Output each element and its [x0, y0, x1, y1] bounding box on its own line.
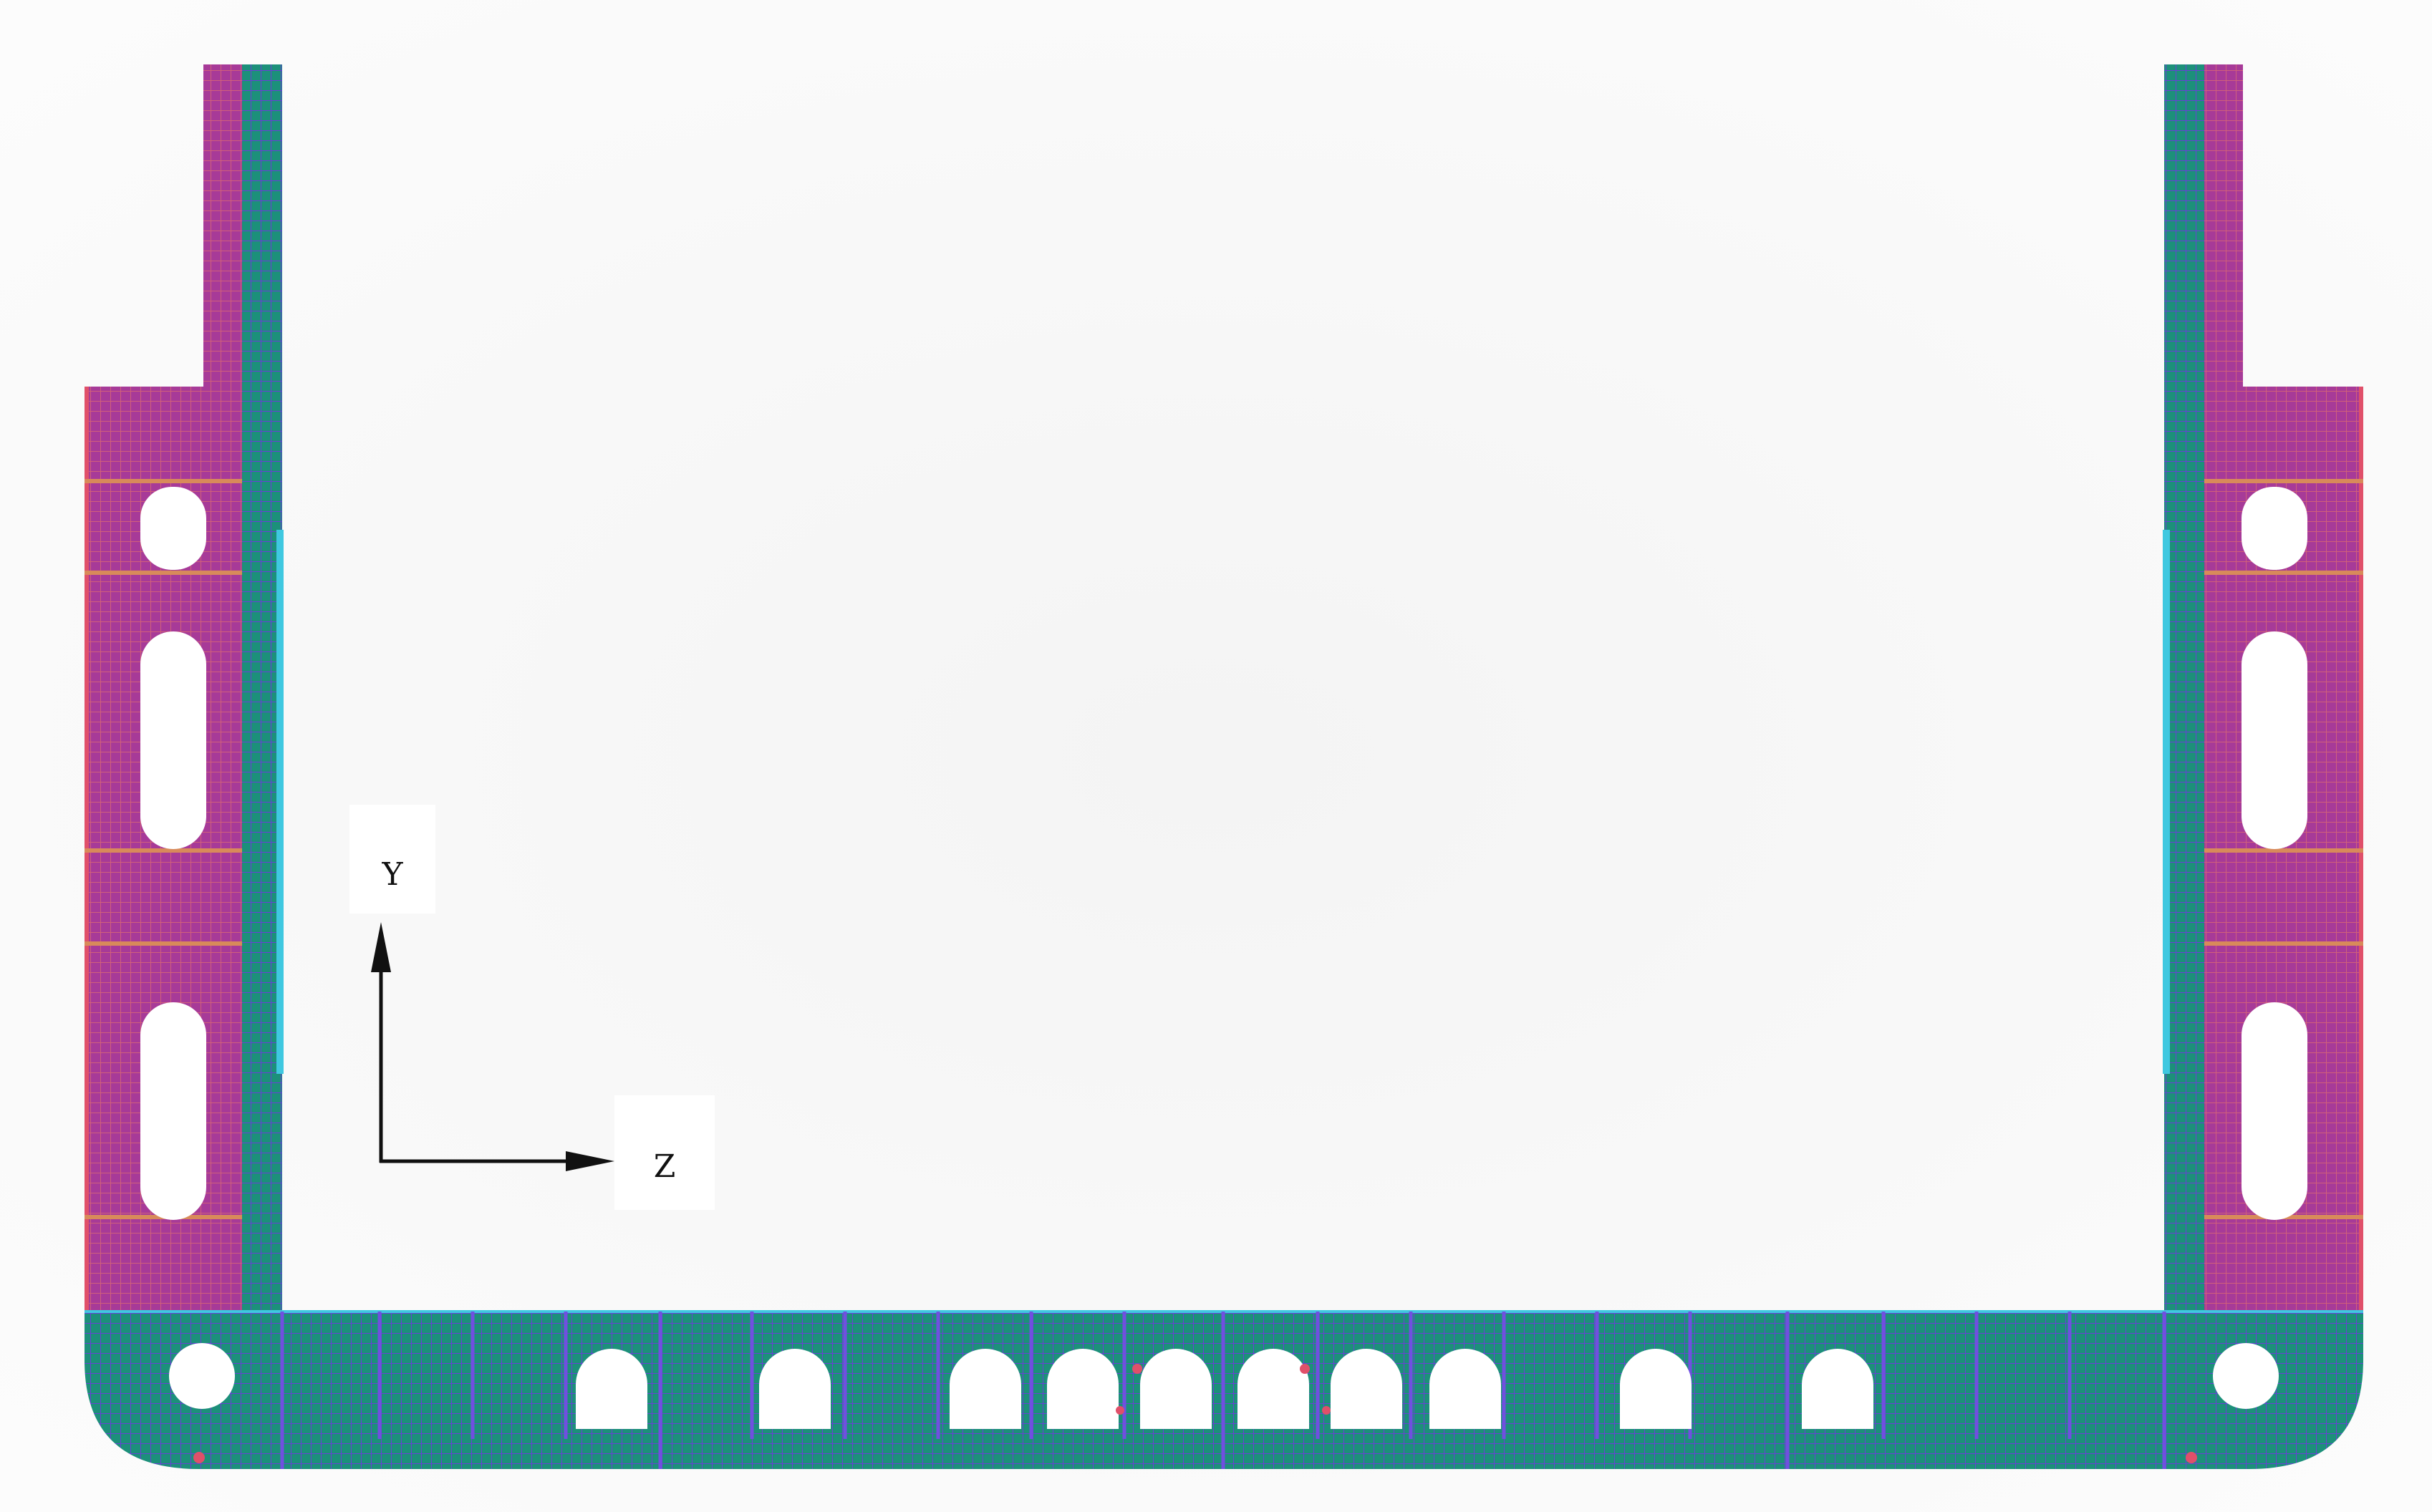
left-wall-stiffener-lines — [85, 479, 242, 1219]
left-wall-flange — [242, 64, 282, 1310]
bottom-plate-stiffeners — [280, 1312, 2166, 1469]
right-wall-hole-2 — [2242, 631, 2307, 849]
left-wall-hole-3 — [140, 1002, 206, 1220]
left-wall-hole-1 — [140, 487, 206, 570]
bottom-plate-corner-hole-right — [2213, 1343, 2279, 1409]
bottom-plate-lightening-holes — [576, 1349, 1873, 1429]
right-wall-hole-1 — [2242, 487, 2307, 570]
left-side-wall[interactable] — [85, 64, 284, 1310]
bottom-plate[interactable] — [85, 1310, 2363, 1469]
axis-label-y: Y — [349, 805, 435, 914]
axis-triad — [371, 922, 614, 1171]
bottom-plate-markers — [193, 1364, 2197, 1463]
left-wall-cyan-edge — [276, 530, 284, 1074]
axis-label-z: Z — [614, 1095, 715, 1210]
arrow-right-icon — [566, 1151, 614, 1171]
right-wall-hole-3 — [2242, 1002, 2307, 1220]
right-wall-flange — [2164, 64, 2204, 1310]
bottom-plate-corner-hole-left — [169, 1343, 235, 1409]
arrow-up-icon — [371, 922, 391, 972]
left-wall-hole-2 — [140, 631, 206, 849]
right-wall-cyan-edge — [2163, 530, 2170, 1074]
right-side-wall[interactable] — [2163, 64, 2363, 1310]
